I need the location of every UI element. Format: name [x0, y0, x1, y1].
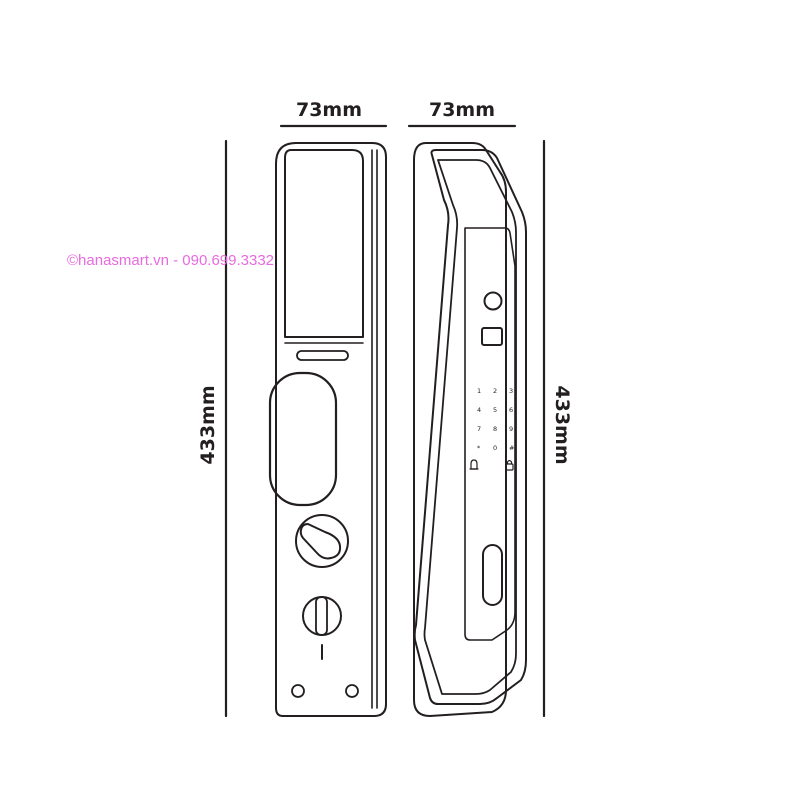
front-handle: [268, 371, 338, 507]
lock-icon: [505, 459, 514, 471]
side-width-label: 73mm: [429, 99, 495, 121]
side-key-slot: [482, 544, 503, 606]
thumb-turn-ring: [295, 514, 349, 568]
front-upper-cover: [284, 149, 364, 338]
front-width-dimension: 73mm: [279, 99, 388, 128]
thumb-turn-lever: [299, 523, 342, 560]
cylinder-bar: [315, 596, 328, 636]
key-2: 2: [493, 387, 497, 395]
front-width-label: 73mm: [296, 99, 362, 121]
key-3: 3: [509, 387, 513, 395]
key-star: *: [477, 444, 481, 452]
key-9: 9: [509, 425, 513, 433]
key-1: 1: [477, 387, 481, 395]
key-hash: #: [509, 444, 514, 452]
thumb-turn-knob: [295, 514, 349, 568]
watermark-text: ©hanasmart.vn - 090.699.3332: [67, 252, 274, 269]
cylinder-ring: [302, 596, 342, 636]
side-back-plate: [413, 142, 507, 717]
sensor-window: [481, 327, 503, 346]
side-height-dimension: 433mm: [542, 139, 573, 718]
cylinder-knob: [302, 596, 342, 660]
key-0: 0: [493, 444, 497, 452]
side-width-dimension: 73mm: [407, 99, 517, 128]
key-5: 5: [493, 406, 497, 414]
side-front-face: [464, 227, 516, 641]
front-slot: [296, 350, 349, 361]
fingerprint-sensor: [483, 291, 503, 311]
lock-front-view: [268, 142, 387, 717]
side-handle-panel: [423, 159, 517, 695]
front-height-label: 433mm: [197, 385, 219, 464]
screw-hole-left: [291, 684, 305, 698]
front-outer-body: [275, 142, 387, 717]
side-height-label: 433mm: [551, 385, 573, 464]
side-handle-outer: [413, 149, 527, 705]
screw-hole-right: [345, 684, 359, 698]
key-8: 8: [493, 425, 497, 433]
key-7: 7: [477, 425, 481, 433]
key-4: 4: [477, 406, 481, 414]
doorbell-icon: [469, 459, 479, 470]
front-height-dimension: 433mm: [197, 139, 228, 718]
key-6: 6: [509, 406, 513, 414]
keypad: 1 2 3 4 5 6 7 8 9 * 0 #: [469, 387, 514, 471]
lock-side-view: 1 2 3 4 5 6 7 8 9 * 0 #: [413, 142, 527, 717]
